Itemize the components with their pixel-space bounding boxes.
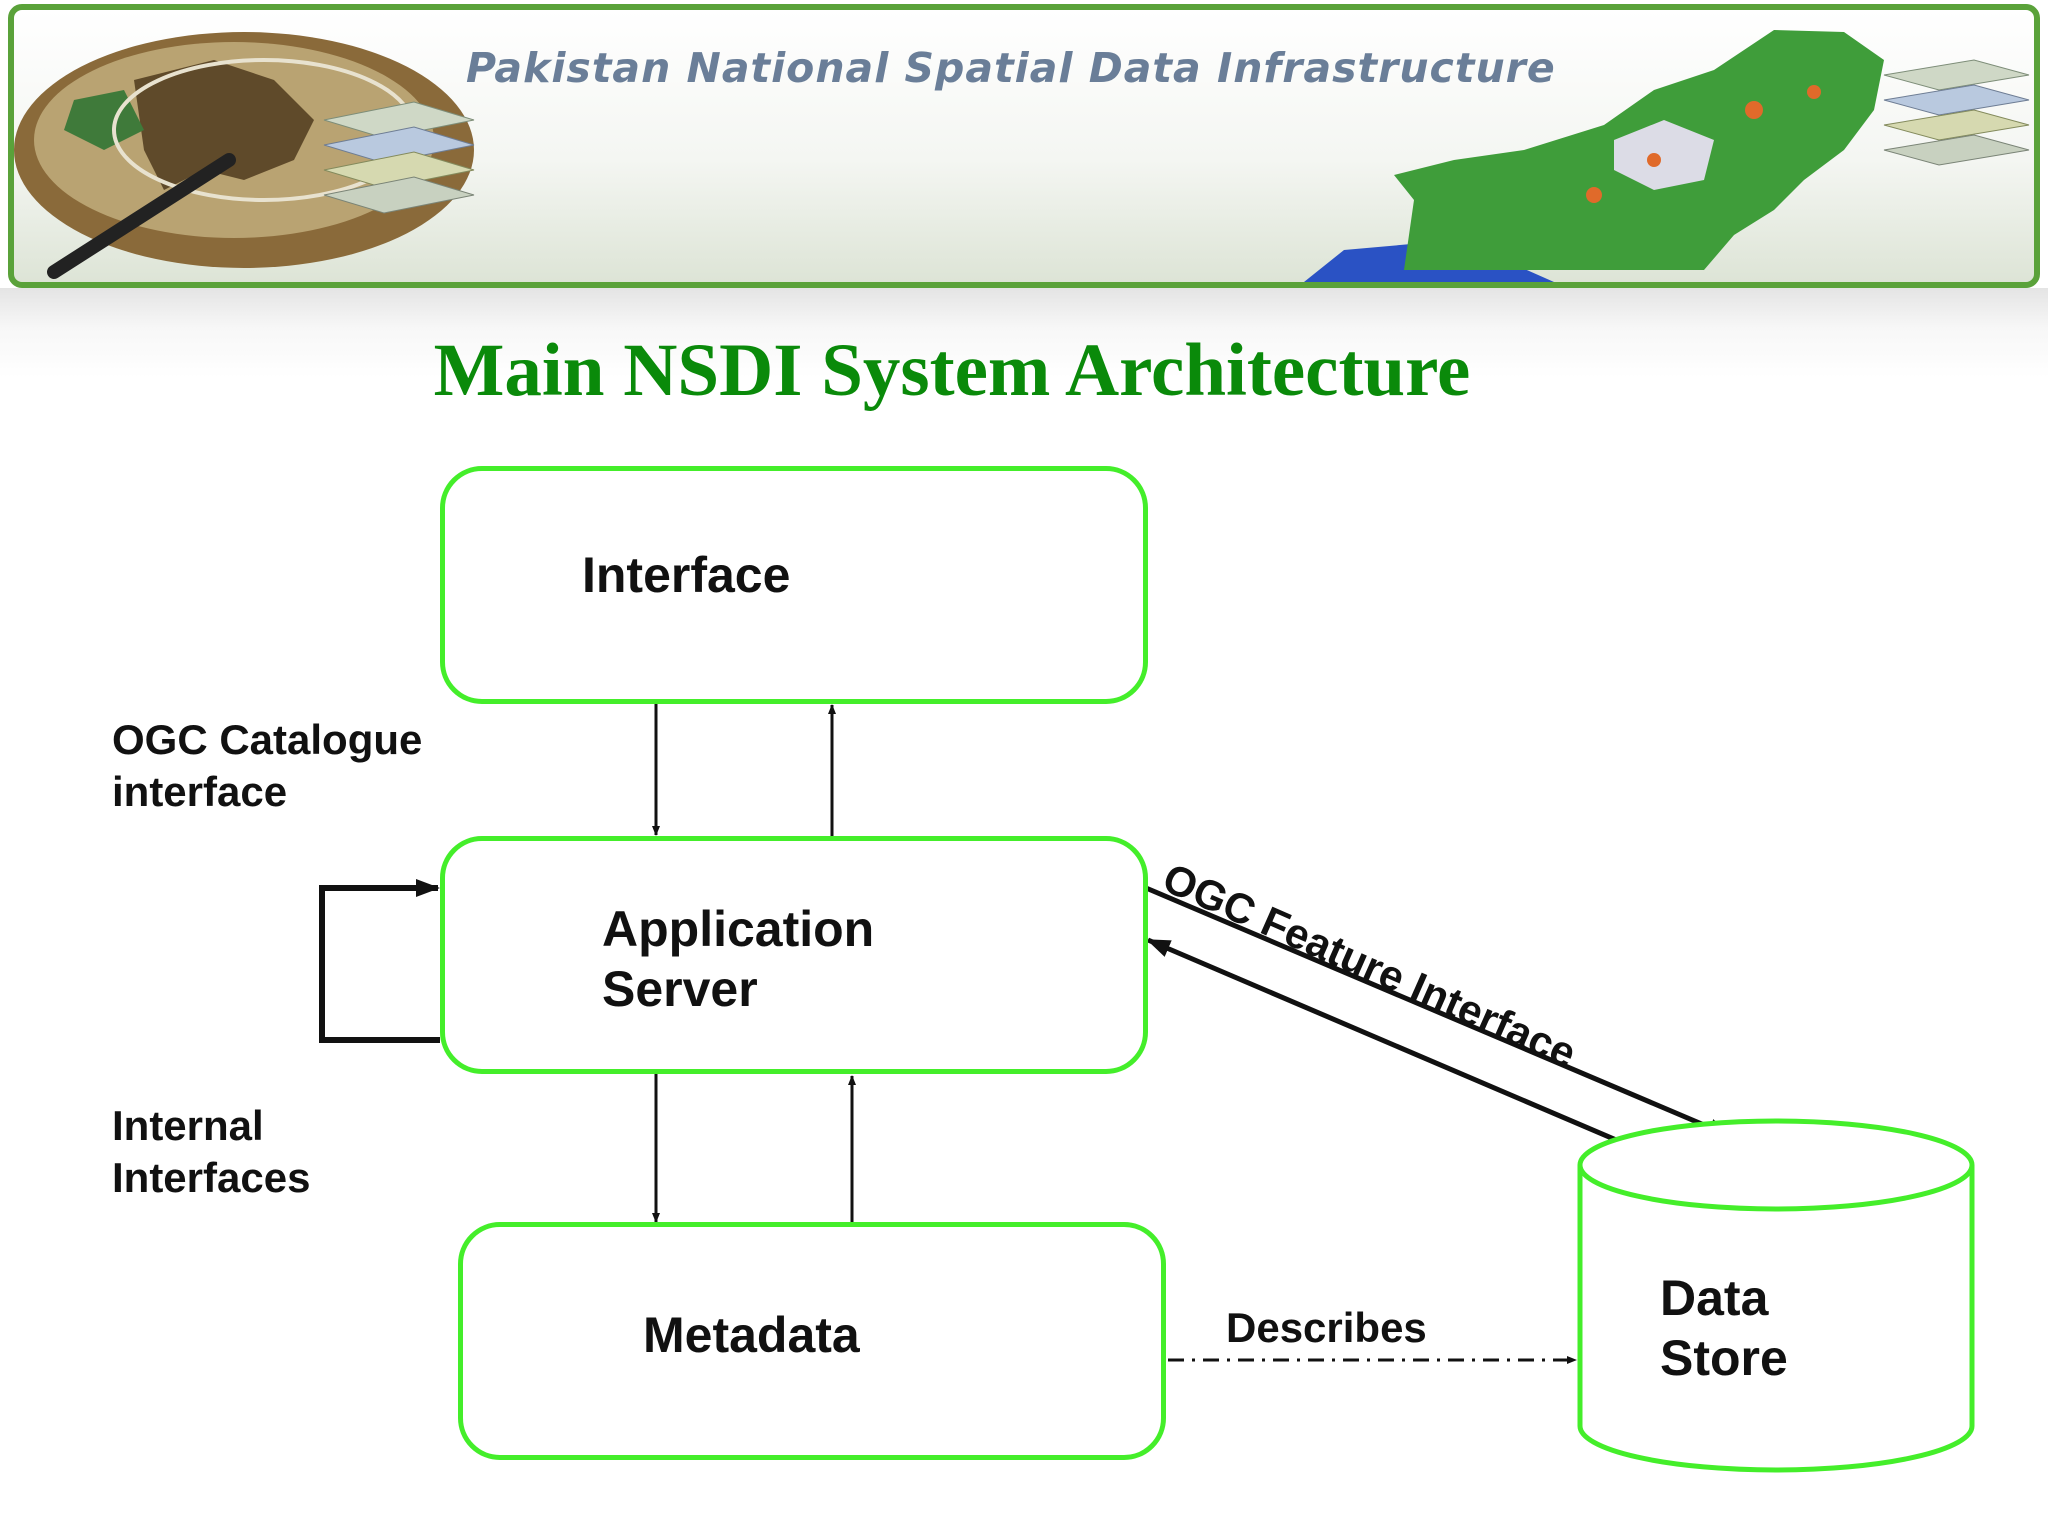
globe-icon xyxy=(14,32,474,268)
banner-reflection xyxy=(0,288,2048,378)
arrow-internal-loop xyxy=(319,879,440,1043)
data-store-cylinder xyxy=(1577,1118,1975,1473)
interface-label: Interface xyxy=(582,547,791,603)
ogc-catalogue-label-1: OGC Catalogue xyxy=(112,716,423,763)
arrow-server-to-datastore xyxy=(1145,885,1732,1139)
describes-label: Describes xyxy=(1226,1304,1427,1351)
metadata-label: Metadata xyxy=(643,1307,860,1363)
ogc-catalogue-label-2: interface xyxy=(112,768,288,815)
metadata-box: Metadata xyxy=(458,1222,1166,1460)
header-banner: Pakistan National Spatial Data Infrastru… xyxy=(8,4,2040,288)
pakistan-map-icon xyxy=(1394,30,1884,270)
arrow-datastore-to-server xyxy=(1146,937,1657,1160)
page-title: Main NSDI System Architecture xyxy=(433,329,1471,412)
application-server-label-2: Server xyxy=(602,961,758,1017)
application-server-box: Application Server xyxy=(440,836,1148,1074)
internal-interfaces-label-2: Interfaces xyxy=(112,1154,311,1201)
data-store-label-1: Data xyxy=(1660,1270,1769,1326)
interface-box: Interface xyxy=(440,466,1148,704)
internal-interfaces-label-1: Internal xyxy=(112,1102,264,1149)
banner-title: Pakistan National Spatial Data Infrastru… xyxy=(466,44,1556,92)
magnifier-icon xyxy=(47,153,236,279)
banner-graphics xyxy=(14,30,2030,282)
data-store-label-2: Store xyxy=(1660,1330,1788,1386)
layers-icon-right xyxy=(1883,59,2030,166)
application-server-label-1: Application xyxy=(602,901,875,957)
layers-icon xyxy=(323,101,475,214)
